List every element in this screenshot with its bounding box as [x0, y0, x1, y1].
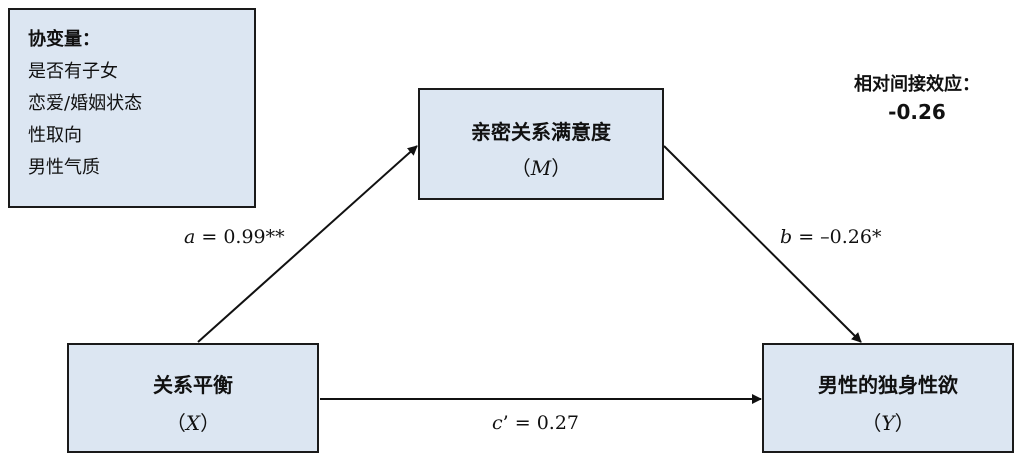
covariate-item: 是否有子女: [28, 61, 118, 82]
outcome-box: 男性的独身性欲 （Y）: [762, 343, 1014, 453]
open-paren: （: [861, 411, 882, 435]
outcome-symbol: Y: [881, 411, 895, 435]
path-a-label: a = 0.99**: [184, 226, 285, 248]
path-b-arrow: [663, 145, 862, 343]
open-paren: （: [510, 156, 531, 180]
covariate-item: 性取向: [28, 125, 82, 146]
close-paren: ）: [551, 156, 572, 180]
open-paren: （: [165, 411, 186, 435]
path-a-symbol: a: [184, 226, 196, 248]
path-c-coefficient: ’ = 0.27: [502, 412, 579, 434]
indirect-effect-title: 相对间接效应：: [854, 74, 980, 95]
path-b-coefficient: = –0.26*: [792, 226, 882, 248]
close-paren: ）: [894, 411, 915, 435]
outcome-title: 男性的独身性欲: [818, 373, 958, 397]
covariates-box: 协变量： 是否有子女 恋爱/婚姻状态 性取向 男性气质: [8, 8, 256, 208]
mediator-box: 亲密关系满意度 （M）: [418, 88, 664, 200]
path-a-arrow: [197, 145, 418, 343]
mediator-symbol: M: [530, 156, 552, 180]
mediator-variable: （M）: [420, 152, 662, 181]
covariates-title: 协变量：: [28, 29, 100, 50]
predictor-title: 关系平衡: [153, 373, 233, 397]
close-paren: ）: [200, 411, 221, 435]
mediator-title: 亲密关系满意度: [471, 120, 611, 144]
covariate-item: 男性气质: [28, 157, 100, 178]
covariate-item: 恋爱/婚姻状态: [28, 93, 143, 114]
outcome-variable: （Y）: [764, 407, 1012, 436]
indirect-effect-value: -0.26: [888, 100, 946, 124]
path-c-label: c’ = 0.27: [492, 412, 579, 434]
predictor-symbol: X: [185, 411, 201, 435]
path-c-symbol: c: [492, 412, 503, 434]
path-b-symbol: b: [780, 226, 793, 248]
predictor-variable: （X）: [69, 407, 317, 436]
path-a-coefficient: = 0.99**: [195, 226, 285, 248]
predictor-box: 关系平衡 （X）: [67, 343, 319, 453]
path-b-label: b = –0.26*: [780, 226, 881, 248]
